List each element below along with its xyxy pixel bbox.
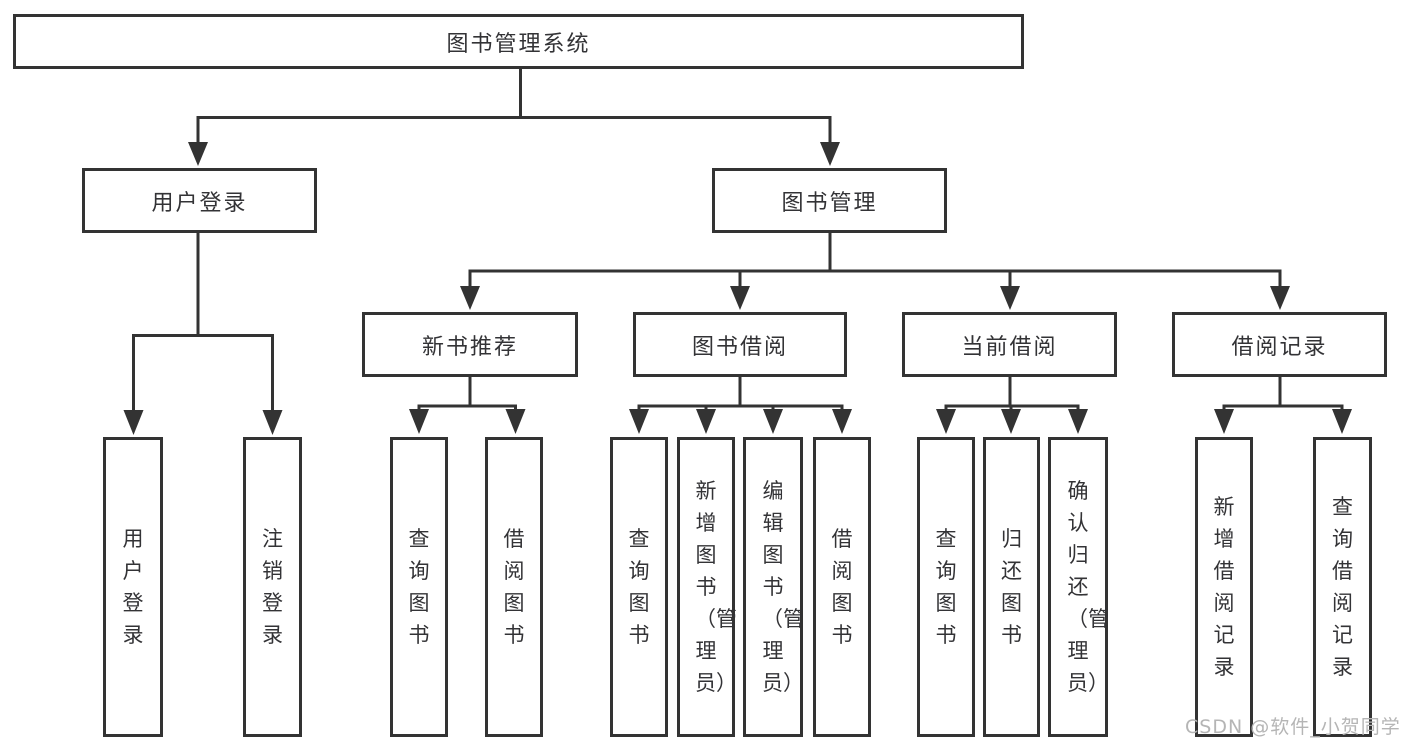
node-label: 查询图书 — [935, 527, 957, 647]
node-label: 注销登录 — [262, 527, 283, 647]
node-user-login: 用户登录 — [82, 168, 317, 233]
node-label: 当前借阅 — [961, 334, 1058, 360]
arrow-down-icon — [832, 409, 852, 434]
connector-current-borrow-children — [944, 377, 1080, 412]
node-borrow-books: 借阅图书 — [485, 437, 543, 737]
arrowheads — [123, 142, 1352, 435]
node-query-borrow-record: 查询借阅记录 — [1313, 437, 1372, 737]
arrow-down-icon — [1068, 409, 1088, 434]
arrow-down-icon — [763, 409, 783, 434]
node-label: 用户登录 — [122, 527, 144, 647]
node-book-borrowing: 图书借阅 — [633, 312, 847, 377]
node-label: 新增图书（管理员） — [695, 479, 737, 695]
node-label: 图书管理 — [781, 190, 878, 216]
node-label: 查询借阅记录 — [1332, 495, 1353, 679]
node-logout: 注销登录 — [243, 437, 302, 737]
node-label: 借阅记录 — [1231, 334, 1328, 360]
arrow-down-icon — [409, 409, 429, 434]
node-query-books: 查询图书 — [917, 437, 975, 737]
arrow-down-icon — [1270, 286, 1290, 310]
arrow-down-icon — [460, 286, 480, 310]
node-add-books-admin: 新增图书（管理员） — [677, 437, 737, 737]
node-borrow-books: 借阅图书 — [813, 437, 871, 737]
node-label: 借阅图书 — [503, 527, 525, 647]
node-label: 查询图书 — [408, 527, 430, 647]
node-query-books: 查询图书 — [610, 437, 668, 737]
node-confirm-return-admin: 确认归还（管理员） — [1048, 437, 1109, 737]
arrow-down-icon — [188, 142, 208, 166]
node-book-management: 图书管理 — [712, 168, 947, 233]
node-current-borrowing: 当前借阅 — [902, 312, 1117, 377]
arrow-down-icon — [696, 409, 716, 434]
node-label: 确认归还（管理员） — [1067, 479, 1109, 695]
node-query-books: 查询图书 — [390, 437, 448, 737]
node-label: 编辑图书（管理员） — [762, 479, 804, 695]
connector-new-book-rec-children — [417, 377, 517, 412]
node-borrowing-records: 借阅记录 — [1172, 312, 1387, 377]
arrow-down-icon — [1332, 409, 1352, 434]
node-label: 查询图书 — [628, 527, 650, 647]
node-label: 图书借阅 — [691, 334, 788, 360]
connector-book-borrow-children — [637, 377, 844, 412]
node-return-books: 归还图书 — [983, 437, 1040, 737]
arrow-down-icon — [123, 410, 144, 435]
arrow-down-icon — [629, 409, 649, 434]
arrow-down-icon — [1214, 409, 1234, 434]
node-label: 图书管理系统 — [446, 31, 591, 57]
arrow-down-icon — [262, 410, 283, 435]
connector-root-to-level2 — [196, 69, 832, 145]
node-user-login-action: 用户登录 — [103, 437, 163, 737]
arrow-down-icon — [730, 286, 750, 310]
connector-user-login-children — [132, 233, 274, 413]
node-add-borrow-record: 新增借阅记录 — [1195, 437, 1253, 737]
node-label: 新书推荐 — [421, 334, 518, 360]
node-edit-books-admin: 编辑图书（管理员） — [743, 437, 804, 737]
node-label: 借阅图书 — [831, 527, 853, 647]
node-label: 新增借阅记录 — [1213, 495, 1235, 679]
node-new-book-recommend: 新书推荐 — [362, 312, 578, 377]
connector-book-mgmt-children — [468, 233, 1282, 289]
node-library-management-system: 图书管理系统 — [13, 14, 1024, 69]
arrow-down-icon — [936, 409, 956, 434]
node-label: 归还图书 — [1001, 527, 1022, 647]
arrow-down-icon — [820, 142, 840, 166]
csdn-watermark: CSDN @软件_小贺同学 — [1185, 716, 1401, 738]
node-label: 用户登录 — [151, 190, 248, 216]
arrow-down-icon — [505, 409, 526, 434]
arrow-down-icon — [1001, 409, 1021, 434]
arrow-down-icon — [1000, 286, 1020, 310]
connector-borrow-record-children — [1222, 377, 1344, 412]
